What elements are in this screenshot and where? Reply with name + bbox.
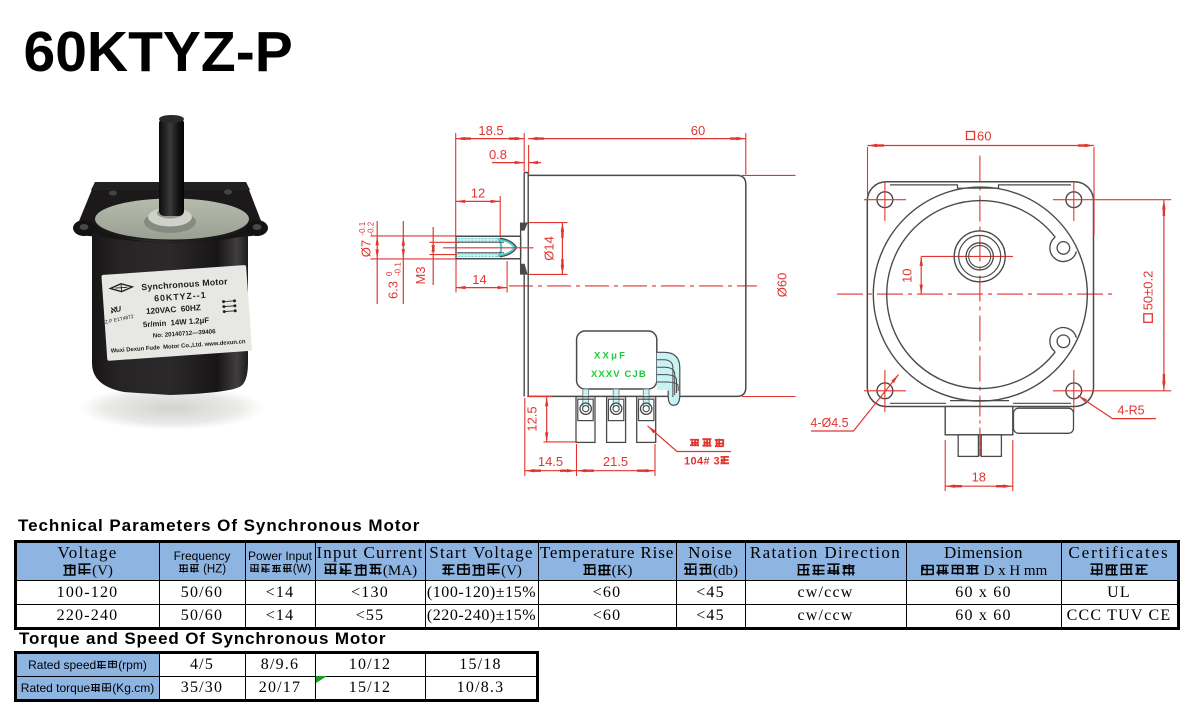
svg-text:60: 60 <box>977 129 991 144</box>
svg-text:XXμF: XXμF <box>594 351 627 362</box>
svg-text:4-R5: 4-R5 <box>1117 404 1144 418</box>
svg-text:12.5: 12.5 <box>525 406 540 431</box>
svg-text:0: 0 <box>385 271 394 276</box>
svg-text:Ø60: Ø60 <box>775 273 790 298</box>
svg-text:4-Ø4.5: 4-Ø4.5 <box>810 416 848 430</box>
svg-text:50±0.2: 50±0.2 <box>1140 271 1155 311</box>
svg-text:-0.1: -0.1 <box>394 262 403 276</box>
svg-text:14.5: 14.5 <box>538 454 563 469</box>
svg-text:18: 18 <box>972 470 986 485</box>
svg-text:60KTYZ--1: 60KTYZ--1 <box>154 290 207 304</box>
svg-text:104# 3: 104# 3 <box>684 456 720 468</box>
svg-text:18.5: 18.5 <box>478 123 503 138</box>
svg-text:0.8: 0.8 <box>489 147 507 162</box>
svg-text:10: 10 <box>900 268 915 282</box>
svg-text:14: 14 <box>472 272 486 287</box>
svg-text:Ø14: Ø14 <box>542 236 557 261</box>
svg-text:120VAC 60HZ: 120VAC 60HZ <box>146 303 201 316</box>
svg-text:12: 12 <box>471 186 485 201</box>
svg-text:No: 20140712—39406: No: 20140712—39406 <box>153 328 217 339</box>
svg-text:ℵU: ℵU <box>109 304 122 315</box>
svg-text:Ø7: Ø7 <box>358 240 373 257</box>
svg-text:-0.1: -0.1 <box>358 221 367 235</box>
svg-text:21.5: 21.5 <box>603 454 628 469</box>
svg-text:XXXV CJB: XXXV CJB <box>591 369 647 380</box>
svg-text:60: 60 <box>691 123 705 138</box>
svg-text:-0.2: -0.2 <box>366 221 375 235</box>
svg-text:M3: M3 <box>413 266 428 284</box>
svg-text:6.3: 6.3 <box>386 281 401 299</box>
